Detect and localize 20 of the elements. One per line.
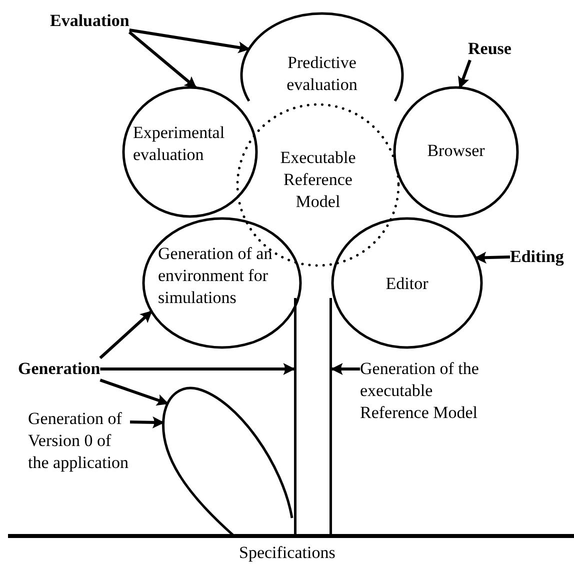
petal-label: Browser xyxy=(426,140,486,162)
activity-label: Editing xyxy=(510,246,564,268)
petal xyxy=(122,86,258,218)
petal xyxy=(393,86,519,218)
activity-label: Evaluation xyxy=(50,10,130,32)
petal xyxy=(142,217,302,349)
activity-label: Reuse xyxy=(468,38,512,60)
petal-label: Experimental evaluation xyxy=(133,122,226,166)
petal-label: Predictive evaluation xyxy=(286,52,358,96)
ground-label: Specifications xyxy=(239,542,336,564)
petal-label: Editor xyxy=(384,273,430,295)
flower-center-label: Executable Reference Model xyxy=(279,147,357,214)
petal xyxy=(331,217,483,349)
petal-label: Generation of an environment for simulations xyxy=(158,243,274,310)
annotation-text: Generation of Version 0 of the application xyxy=(28,408,130,474)
stem xyxy=(294,298,332,536)
flower-center xyxy=(236,103,400,267)
activity-label: Generation xyxy=(18,358,100,380)
petal xyxy=(240,12,404,103)
annotation-text: Generation of the executable Reference Model xyxy=(360,358,500,424)
